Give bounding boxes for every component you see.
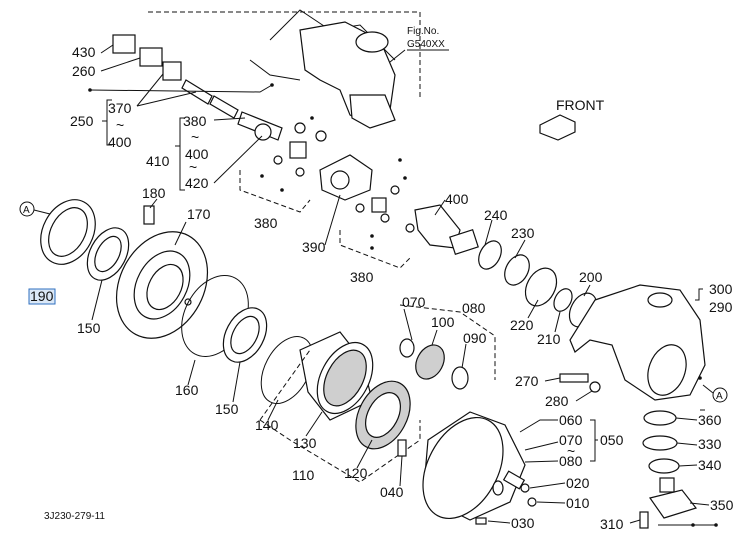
label-020[interactable]: 020 — [566, 475, 590, 491]
reference-marker-a-left: A — [19, 201, 51, 217]
part-120-gear — [355, 380, 411, 457]
label-110[interactable]: 110 — [292, 467, 315, 483]
tilde-070-080: ~ — [567, 443, 575, 459]
label-380-b[interactable]: 380 — [254, 215, 278, 231]
ring-gear-group — [259, 331, 421, 483]
label-150-a[interactable]: 150 — [77, 320, 101, 336]
label-240[interactable]: 240 — [484, 207, 508, 223]
label-400-a[interactable]: 400 — [108, 134, 132, 150]
label-070-b[interactable]: 070 — [559, 432, 583, 448]
label-260[interactable]: 260 — [72, 63, 96, 79]
label-300[interactable]: 300 — [709, 281, 733, 297]
label-410[interactable]: 410 — [146, 153, 170, 169]
fig-no-label: Fig.No. — [407, 26, 439, 37]
label-400-b[interactable]: 400 — [185, 146, 209, 162]
wheel-hub — [422, 411, 537, 525]
svg-text:A: A — [716, 391, 723, 402]
label-180[interactable]: 180 — [142, 185, 166, 201]
label-170[interactable]: 170 — [187, 206, 211, 222]
label-210[interactable]: 210 — [537, 331, 561, 347]
label-140[interactable]: 140 — [255, 417, 279, 433]
front-label: FRONT — [556, 97, 605, 113]
leader-lines — [91, 44, 716, 526]
label-160[interactable]: 160 — [175, 382, 199, 398]
label-090[interactable]: 090 — [463, 330, 487, 346]
label-150-b[interactable]: 150 — [215, 401, 239, 417]
shaft-assembly — [88, 34, 327, 192]
label-270[interactable]: 270 — [515, 373, 539, 389]
label-330[interactable]: 330 — [698, 436, 722, 452]
label-430[interactable]: 430 — [72, 44, 96, 60]
label-120[interactable]: 120 — [344, 465, 368, 481]
label-310[interactable]: 310 — [600, 516, 624, 532]
label-200[interactable]: 200 — [579, 269, 603, 285]
front-arrow-icon — [539, 114, 576, 141]
left-seals-bearings — [40, 199, 155, 281]
label-360[interactable]: 360 — [698, 412, 722, 428]
label-070-a[interactable]: 070 — [402, 294, 426, 310]
part-430-drawing — [112, 34, 136, 54]
label-130[interactable]: 130 — [293, 435, 317, 451]
label-280[interactable]: 280 — [545, 393, 569, 409]
label-390[interactable]: 390 — [302, 239, 326, 255]
reference-marker-a-right: A — [702, 384, 728, 403]
label-050[interactable]: 050 — [600, 432, 624, 448]
label-230[interactable]: 230 — [511, 225, 535, 241]
label-340[interactable]: 340 — [698, 457, 722, 473]
planet-gear-group — [399, 304, 496, 390]
part-180-bolt — [143, 205, 155, 225]
label-080-b[interactable]: 080 — [559, 453, 583, 469]
oring-bearing-group — [181, 275, 268, 363]
label-290[interactable]: 290 — [709, 299, 733, 315]
label-080-a[interactable]: 080 — [462, 300, 486, 316]
tilde-380-400: ~ — [191, 129, 199, 145]
label-220[interactable]: 220 — [510, 317, 534, 333]
label-420[interactable]: 420 — [185, 175, 209, 191]
label-350[interactable]: 350 — [710, 497, 734, 513]
steering-knuckle — [569, 284, 706, 401]
diagram-code: 3J230-279-11 — [44, 511, 105, 522]
selected-part-highlight — [28, 288, 56, 305]
kingpin-group — [639, 410, 718, 529]
double-yoke-assembly — [319, 154, 479, 256]
label-370[interactable]: 370 — [108, 100, 132, 116]
front-indicator: FRONT — [539, 97, 605, 141]
part-labels: 430 260 370 ~ 400 250 380 ~ 400 ~ 420 41… — [30, 44, 734, 532]
label-060[interactable]: 060 — [559, 412, 583, 428]
label-010[interactable]: 010 — [566, 495, 590, 511]
part-260-drawing — [139, 47, 163, 67]
label-190[interactable]: 190 — [30, 288, 54, 304]
label-100[interactable]: 100 — [431, 314, 455, 330]
fig-no-value: G540XX — [407, 39, 445, 50]
label-250[interactable]: 250 — [70, 113, 94, 129]
label-030[interactable]: 030 — [511, 515, 535, 531]
tilde-370-400: ~ — [116, 117, 124, 133]
label-380-c[interactable]: 380 — [350, 269, 374, 285]
label-400-c[interactable]: 400 — [445, 191, 469, 207]
label-380-a[interactable]: 380 — [183, 113, 207, 129]
right-bearing-stack — [478, 240, 598, 328]
axle-housing-drawing: Fig.No. G540XX — [148, 9, 449, 129]
bolt-270-washer-280 — [559, 373, 601, 393]
label-040[interactable]: 040 — [380, 484, 404, 500]
svg-text:A: A — [23, 205, 30, 216]
tilde-400-420: ~ — [189, 159, 197, 175]
